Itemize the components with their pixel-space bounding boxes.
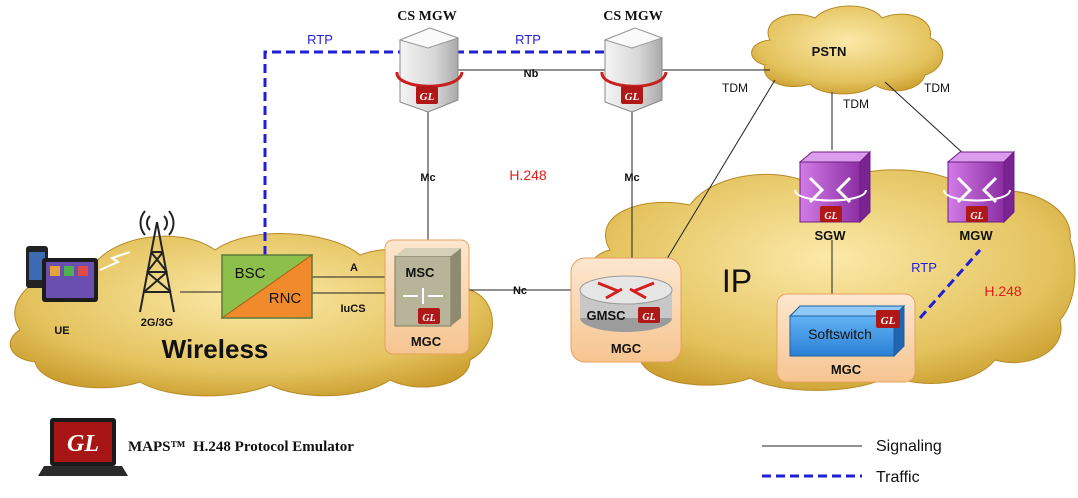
gl-badge: GL bbox=[642, 312, 655, 323]
bsc-rnc-node bbox=[220, 254, 314, 319]
nc-interface-label: Nc bbox=[513, 285, 527, 297]
pstn-cloud-label: PSTN bbox=[812, 44, 847, 59]
legend-traffic-label: Traffic bbox=[876, 469, 920, 486]
cs-mgw-left-label: CS MGW bbox=[397, 9, 457, 24]
gl-badge: GL bbox=[422, 313, 435, 324]
rnc-label: RNC bbox=[269, 290, 302, 307]
ue-label: UE bbox=[54, 325, 69, 337]
tdm-label-3: TDM bbox=[924, 81, 950, 95]
signaling-lines bbox=[180, 69, 966, 294]
cs-mgw-left: GL bbox=[395, 27, 464, 113]
gl-badge: GL bbox=[970, 211, 983, 222]
gl-badge: GL bbox=[420, 91, 435, 103]
mgc-right-label: MGC bbox=[831, 362, 862, 377]
h248-center-label: H.248 bbox=[509, 167, 547, 183]
ue-device bbox=[26, 246, 98, 302]
rtp-left-label: RTP bbox=[307, 32, 333, 47]
mgc-left-box: GL bbox=[384, 239, 470, 355]
mc-left-label: Mc bbox=[420, 172, 435, 184]
mgc-mid-label: MGC bbox=[611, 341, 642, 356]
a-interface-label: A bbox=[350, 262, 358, 274]
mgc-right-box: GL bbox=[776, 293, 916, 383]
sgw-node: GL bbox=[794, 150, 872, 224]
mgw-node: GL bbox=[943, 150, 1016, 224]
gl-badge: GL bbox=[824, 211, 837, 222]
h248-right-label: H.248 bbox=[984, 283, 1022, 299]
rtp-right-label: RTP bbox=[911, 260, 937, 275]
iucs-interface-label: IuCS bbox=[340, 303, 365, 315]
softswitch-label: Softswitch bbox=[808, 326, 872, 342]
traffic-lines bbox=[263, 50, 982, 319]
cs-mgw-right: GL bbox=[600, 27, 668, 113]
pstn-cloud bbox=[751, 5, 944, 95]
cell-tower-icon bbox=[139, 210, 175, 313]
tdm-label-2: TDM bbox=[843, 97, 869, 111]
product-title: MAPS™ H.248 Protocol Emulator bbox=[128, 439, 354, 455]
product-logo-text: GL bbox=[67, 431, 99, 457]
legend: Signaling Traffic bbox=[762, 438, 942, 486]
laptop-logo-icon: GL bbox=[38, 418, 128, 476]
mgc-left-label: MGC bbox=[411, 334, 442, 349]
nb-label: Nb bbox=[524, 68, 539, 80]
msc-label: MSC bbox=[406, 265, 436, 280]
mgc-mid-box: GL bbox=[570, 257, 682, 363]
mc-right-label: Mc bbox=[624, 172, 639, 184]
tower-label: 2G/3G bbox=[141, 317, 173, 329]
gl-badge: GL bbox=[625, 91, 640, 103]
bsc-label: BSC bbox=[235, 265, 266, 282]
mgw-label: MGW bbox=[959, 228, 993, 243]
sgw-label: SGW bbox=[814, 228, 846, 243]
rtp-top-label: RTP bbox=[515, 32, 541, 47]
wireless-link-icon bbox=[99, 251, 131, 271]
ip-cloud-label: IP bbox=[722, 263, 752, 299]
cs-mgw-right-label: CS MGW bbox=[603, 9, 663, 24]
gl-badge: GL bbox=[881, 315, 896, 327]
legend-signaling-label: Signaling bbox=[876, 438, 942, 455]
gmsc-label: GMSC bbox=[587, 308, 627, 323]
tdm-label-1: TDM bbox=[722, 81, 748, 95]
wireless-cloud-label: Wireless bbox=[162, 334, 269, 364]
